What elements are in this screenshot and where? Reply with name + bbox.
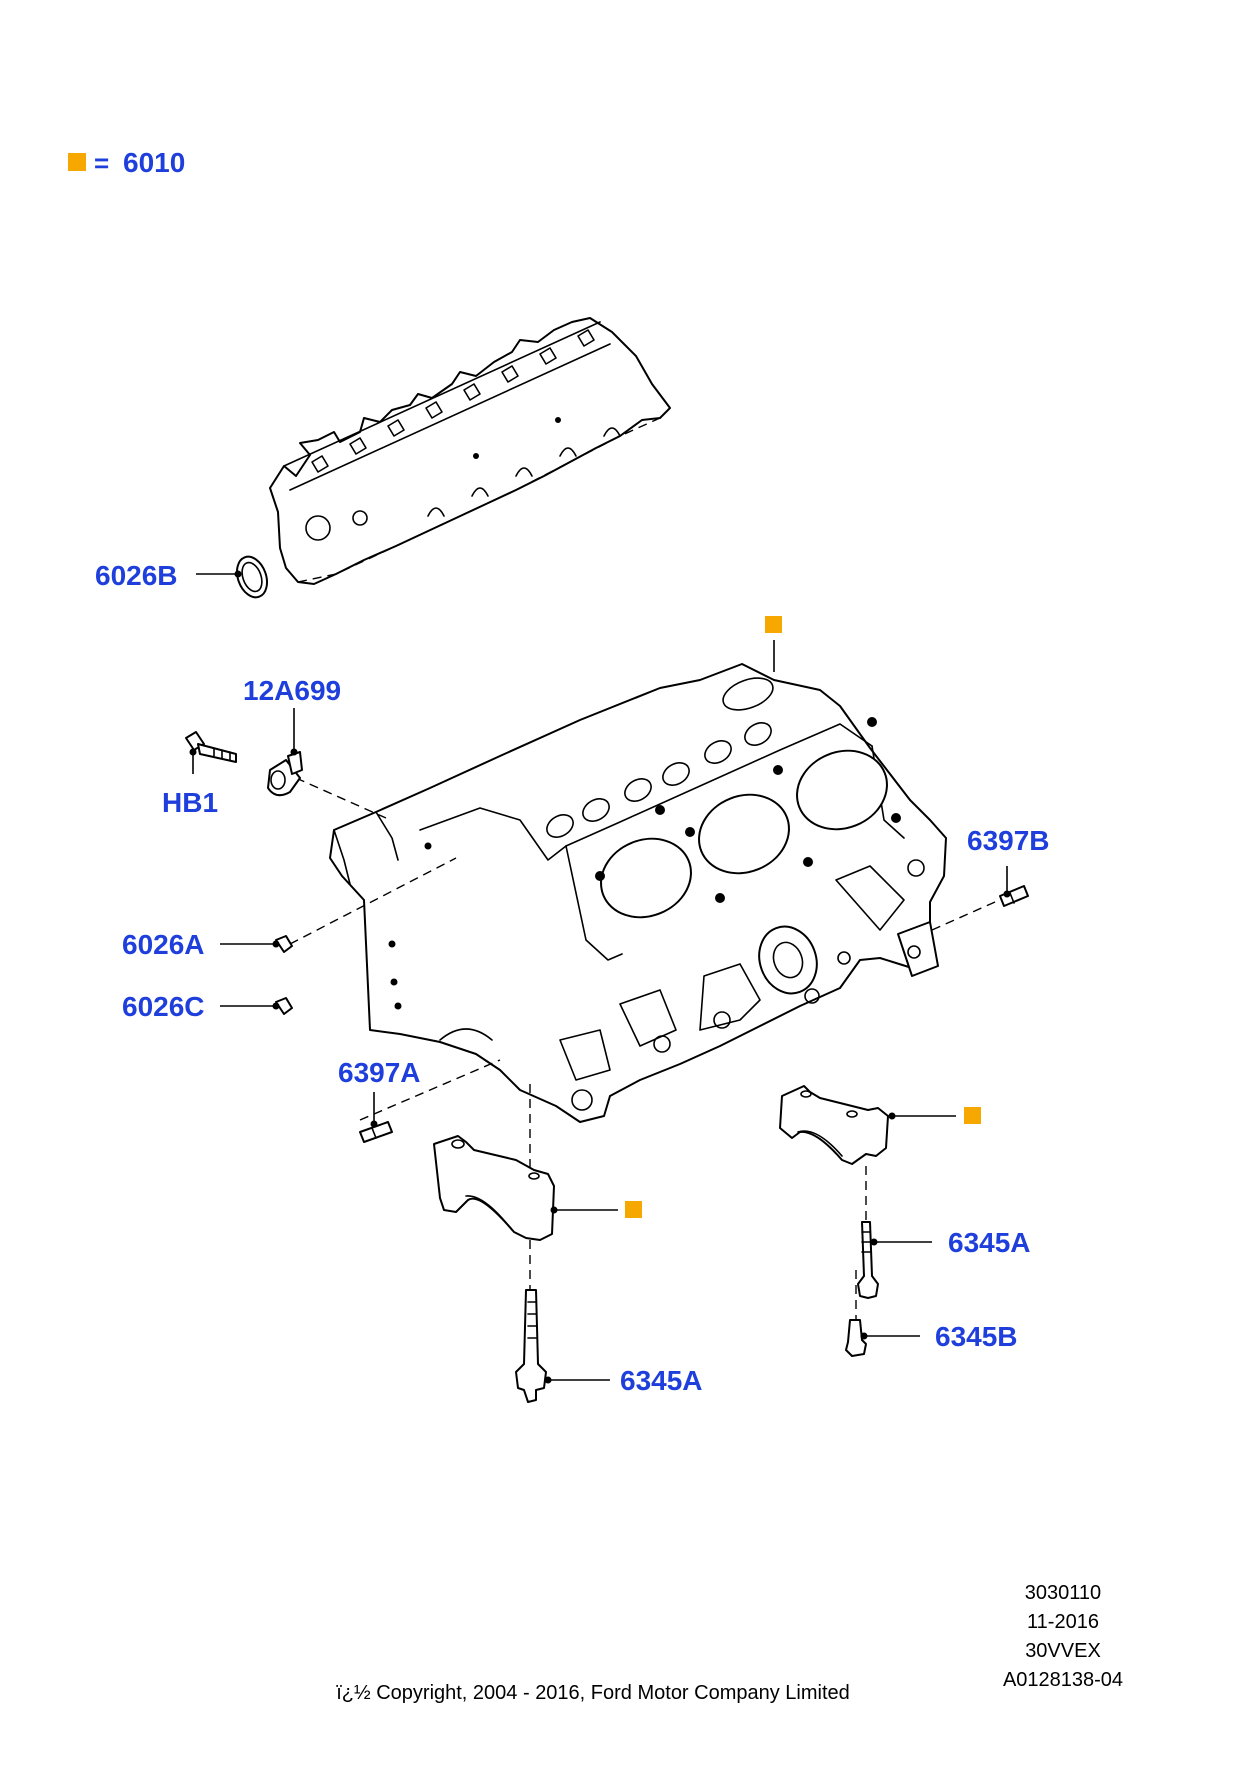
label-6397a: 6397A — [338, 1057, 421, 1088]
dowel-6397b: 6397B — [967, 825, 1050, 907]
engine-block-illustration — [329, 663, 947, 1123]
bolt-6345a-right: 6345A — [857, 1221, 1031, 1299]
label-hb1: HB1 — [162, 787, 218, 818]
bearing-cap-right — [779, 1085, 981, 1165]
bolt-6345a-left: 6345A — [515, 1289, 703, 1403]
plug-6026c: 6026C — [122, 991, 293, 1022]
label-6397b: 6397B — [967, 825, 1050, 856]
legend: = 6010 — [68, 147, 185, 178]
legend-label: 6010 — [123, 147, 185, 178]
info-line-3: 30VVEX — [1025, 1640, 1101, 1662]
bolt-hb1: HB1 — [162, 731, 237, 818]
diagram-info: 3030110 11-2016 30VVEX A0128138-04 — [1003, 1582, 1123, 1691]
info-line-4: A0128138-04 — [1003, 1669, 1123, 1691]
info-line-1: 3030110 — [1025, 1582, 1101, 1604]
legend-equals: = — [94, 148, 109, 178]
dowel-6397a: 6397A — [338, 1057, 421, 1143]
label-6345a-left: 6345A — [620, 1365, 703, 1396]
gasket-6026b: 6026B — [95, 555, 268, 599]
label-6026c: 6026C — [122, 991, 205, 1022]
copyright-text: ï¿½ Copyright, 2004 - 2016, Ford Motor C… — [336, 1682, 850, 1704]
info-line-2: 11-2016 — [1027, 1611, 1099, 1633]
legend-marker — [68, 153, 86, 171]
tensioner-12a699: 12A699 — [243, 675, 341, 797]
cylinder-head-illustration — [269, 317, 671, 585]
bearing-cap-left — [433, 1135, 642, 1241]
label-12a699: 12A699 — [243, 675, 341, 706]
assembly-lines — [289, 777, 1005, 1320]
plug-6026a: 6026A — [122, 929, 293, 960]
marker-block-6010 — [765, 616, 782, 672]
label-6345b: 6345B — [935, 1321, 1018, 1352]
bolt-6345b: 6345B — [845, 1319, 1018, 1357]
label-6345a-right: 6345A — [948, 1227, 1031, 1258]
label-6026a: 6026A — [122, 929, 205, 960]
label-6026b: 6026B — [95, 560, 178, 591]
